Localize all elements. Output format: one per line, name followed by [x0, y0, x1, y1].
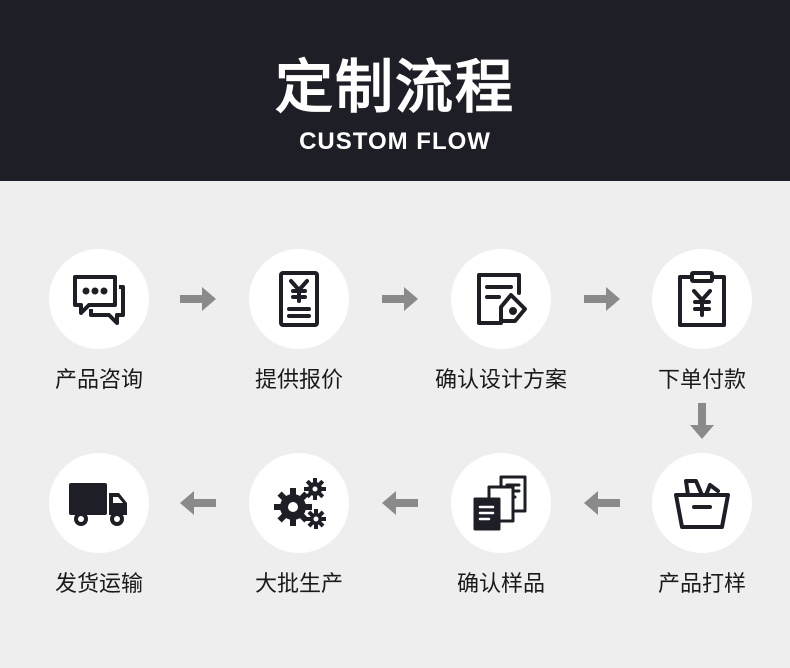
step-circle — [49, 453, 149, 553]
documents-icon — [473, 475, 527, 531]
design-document-icon — [477, 273, 527, 325]
delivery-truck-icon — [69, 483, 127, 526]
arrow-down-icon — [682, 401, 722, 441]
step-circle — [249, 249, 349, 349]
chat-bubbles-icon — [73, 275, 125, 325]
step-label: 确认设计方案 — [434, 368, 567, 393]
arrow-right-icon — [380, 279, 420, 319]
step-label: 提供报价 — [254, 368, 343, 393]
arrow-left-icon — [582, 483, 622, 523]
step-label: 发货运输 — [54, 572, 143, 597]
step-circle — [451, 249, 551, 349]
flow-area: 产品咨询 提供报价 确认设计方案 — [0, 181, 790, 668]
arrow-left-icon — [178, 483, 218, 523]
gears-icon — [274, 478, 326, 529]
page-title: 定制流程 — [274, 53, 515, 121]
step-circle — [49, 249, 149, 349]
step-label: 产品咨询 — [54, 368, 143, 393]
step-circle — [652, 453, 752, 553]
step-label: 下单付款 — [657, 368, 746, 393]
basket-icon — [674, 479, 730, 529]
arrow-left-icon — [380, 483, 420, 523]
arrow-right-icon — [582, 279, 622, 319]
step-circle — [652, 249, 752, 349]
yuan-document-icon — [279, 271, 319, 327]
header-banner: 定制流程 CUSTOM FLOW — [0, 0, 790, 181]
yuan-clipboard-icon — [678, 271, 726, 327]
step-label: 产品打样 — [657, 572, 746, 597]
step-label: 确认样品 — [456, 572, 545, 597]
step-circle — [451, 453, 551, 553]
step-circle — [249, 453, 349, 553]
step-label: 大批生产 — [254, 572, 343, 597]
page-subtitle: CUSTOM FLOW — [299, 128, 491, 155]
arrow-right-icon — [178, 279, 218, 319]
